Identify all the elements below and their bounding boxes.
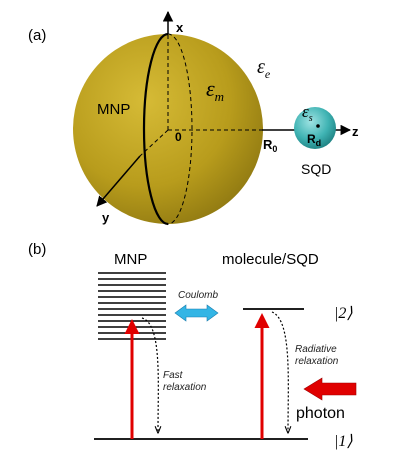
panel-b: (b) MNP molecule/SQD Coulomb |2⟩ |1⟩ (28, 241, 357, 450)
state-1-label: |1⟩ (334, 433, 353, 450)
coulomb-arrow (174, 304, 219, 322)
rd-label: Rd (307, 132, 321, 148)
panel-b-label: (b) (28, 241, 46, 258)
sqd-label: SQD (301, 161, 331, 177)
eps-m: εm (206, 76, 224, 104)
coulomb-label: Coulomb (178, 290, 218, 301)
meridian-front (142, 32, 169, 226)
y-axis (96, 155, 141, 207)
meridian-back (167, 33, 193, 225)
eps-s: εs (302, 102, 313, 124)
y-axis-label: y (102, 210, 110, 225)
radiative-label-2: relaxation (295, 356, 339, 367)
eps-e: εe (257, 56, 271, 81)
x-axis-label: x (176, 20, 184, 35)
sqd-center-dot (316, 124, 320, 128)
r0-label: R0 (263, 137, 277, 154)
origin-label: 0 (175, 130, 182, 144)
state-2-label: |2⟩ (334, 305, 353, 322)
y-axis-inner (139, 129, 169, 157)
molecule-title: molecule/SQD (222, 251, 319, 268)
fast-relaxation-label-1: Fast (163, 370, 184, 381)
photon-label: photon (296, 405, 345, 422)
radiative-relaxation-curve (271, 311, 288, 432)
panel-a-label: (a) (28, 27, 46, 44)
radiative-label-1: Radiative (295, 344, 337, 355)
mnp-label: MNP (97, 101, 130, 118)
fast-relaxation-curve (141, 317, 158, 432)
fast-relaxation-label-2: relaxation (163, 382, 207, 393)
mnp-title: MNP (114, 251, 147, 268)
panel-a: (a) x z y 0 MNP εm εe R0 εs Rd SQD (28, 10, 359, 226)
sqd-sphere (294, 107, 336, 149)
z-axis-label: z (352, 124, 359, 139)
photon-arrow (303, 377, 357, 401)
